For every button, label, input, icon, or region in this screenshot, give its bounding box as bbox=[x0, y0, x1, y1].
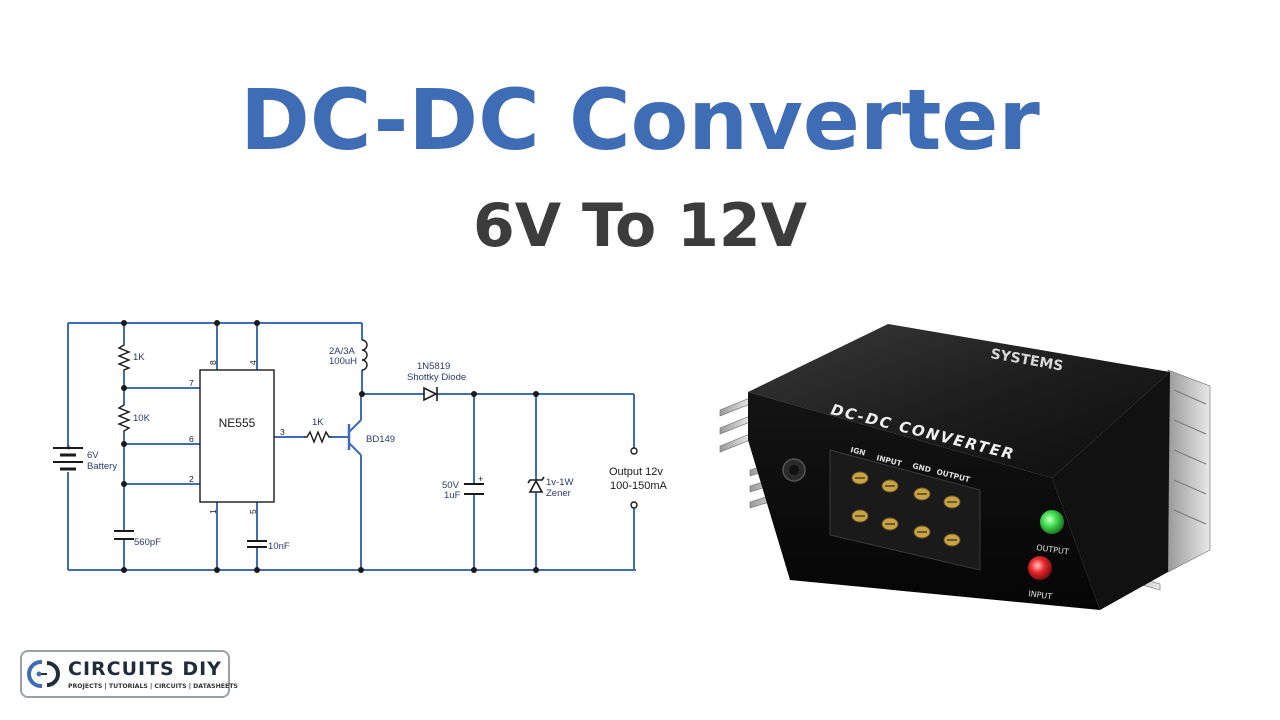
inductor-symbol bbox=[361, 339, 368, 371]
logo-name: CIRCUITS DIY bbox=[68, 658, 222, 680]
circuits-diy-logo: CIRCUITS DIY PROJECTS | TUTORIALS | CIRC… bbox=[20, 650, 238, 698]
input-led bbox=[1028, 556, 1052, 580]
cap-voltage-label: 50V bbox=[442, 480, 460, 491]
pin-3-label: 3 bbox=[280, 427, 285, 437]
cap-plus: + bbox=[478, 474, 483, 484]
pin-6-label: 6 bbox=[189, 434, 194, 444]
pin-8-label: 8 bbox=[208, 360, 218, 365]
junction-dots bbox=[121, 320, 539, 573]
diode-part-label: 1N5819 bbox=[417, 361, 450, 372]
input-led-label: INPUT bbox=[1028, 589, 1053, 601]
c2-label: 10nF bbox=[268, 541, 290, 552]
battery-symbol bbox=[53, 447, 83, 471]
pin-4-label: 4 bbox=[248, 360, 258, 365]
ne555-ic bbox=[199, 369, 275, 503]
c1-label: 560pF bbox=[134, 537, 161, 548]
capacitor-symbols bbox=[114, 483, 484, 548]
r1-label: 1K bbox=[133, 352, 145, 363]
ic-label: NE555 bbox=[219, 416, 256, 430]
svg-text:GND: GND bbox=[912, 461, 932, 474]
battery-plus: + bbox=[66, 443, 72, 454]
inductor-value-label: 100uH bbox=[329, 356, 357, 367]
pin-5-label: 5 bbox=[248, 509, 258, 514]
resistor-symbols bbox=[117, 342, 332, 444]
resistor-r1 bbox=[117, 342, 131, 372]
svg-text:IGN: IGN bbox=[850, 445, 867, 457]
zener-symbol bbox=[527, 476, 545, 493]
pin-7-label: 7 bbox=[189, 378, 194, 388]
circuit-schematic: NE555 8 4 7 6 2 3 1 5 1K 10K 1K 560pF 10… bbox=[53, 320, 668, 573]
logo-tagline: PROJECTS | TUTORIALS | CIRCUITS | DATASH… bbox=[68, 683, 238, 690]
output-label-2: 100-150mA bbox=[610, 480, 668, 492]
cap-value-label: 1uF bbox=[444, 490, 461, 501]
resistor-r2 bbox=[117, 402, 131, 434]
r3-label: 1K bbox=[312, 417, 324, 428]
converter-device-photo: SYSTEMS DC-DC CONVERTER IGN INPUT GND OU… bbox=[719, 324, 1211, 610]
schematic-wires bbox=[67, 322, 636, 571]
output-terminal-top bbox=[630, 447, 638, 455]
inductor-rating-label: 2A/3A bbox=[329, 346, 356, 357]
pin-2-label: 2 bbox=[189, 474, 194, 484]
zener-rating-label: 1v-1W bbox=[546, 477, 573, 488]
battery-label: Battery bbox=[87, 461, 117, 472]
transistor-label: BD149 bbox=[366, 434, 395, 445]
zener-label: Zener bbox=[546, 488, 571, 499]
device-top bbox=[748, 324, 1170, 478]
logo-mark-icon bbox=[27, 660, 60, 688]
pin-1-label: 1 bbox=[208, 509, 218, 514]
battery-voltage-label: 6V bbox=[87, 450, 99, 461]
r2-label: 10K bbox=[133, 413, 151, 424]
page-subtitle: 6V To 12V bbox=[472, 191, 808, 261]
output-terminal-bottom bbox=[630, 501, 638, 509]
right-fin-lines bbox=[1173, 389, 1207, 525]
diode-symbol bbox=[423, 386, 438, 402]
resistor-r3 bbox=[304, 430, 332, 444]
output-led bbox=[1040, 510, 1064, 534]
diode-type-label: Shottky Diode bbox=[407, 372, 466, 383]
page-title: DC-DC Converter bbox=[240, 71, 1040, 169]
output-label-1: Output 12v bbox=[609, 466, 663, 478]
